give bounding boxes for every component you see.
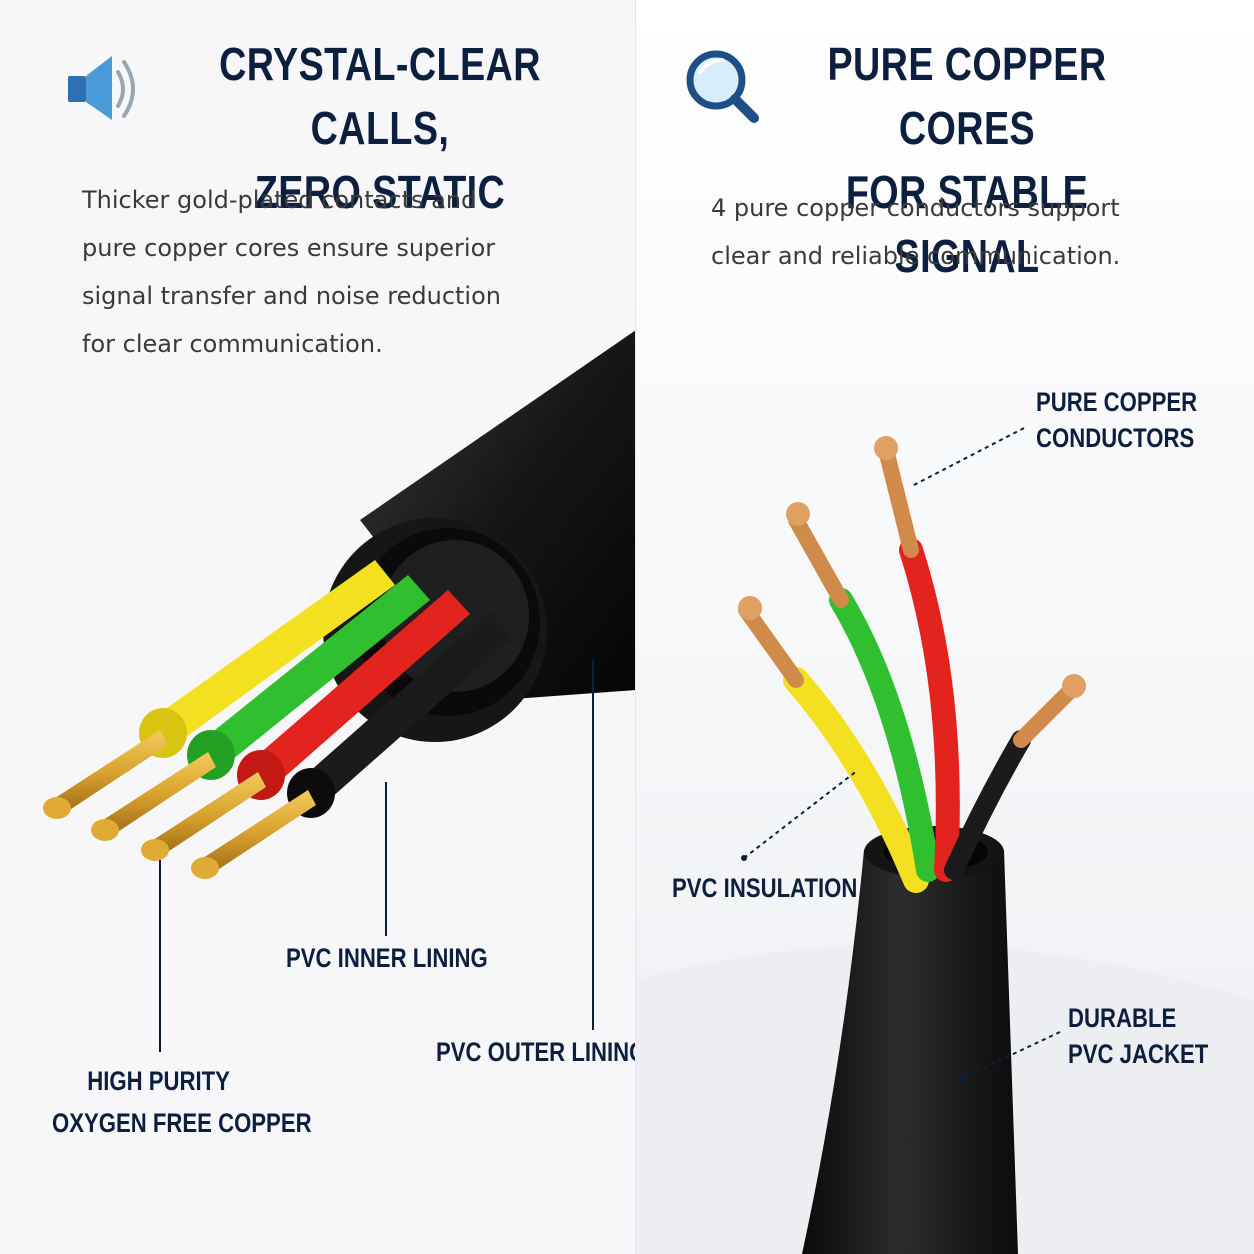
gold-strands-2: [100, 752, 216, 837]
speaker-icon: [68, 56, 135, 120]
black-wire: [944, 730, 1031, 880]
green-insulation: [200, 575, 430, 768]
left-headline-line-1: CRYSTAL-CLEAR CALLS,: [219, 38, 541, 154]
right-headline-line-1: PURE COPPER CORES: [827, 38, 1107, 154]
pvc-insulation-label: PVC INSULATION: [672, 873, 858, 903]
right-headline-line-2: FOR STABLE SIGNAL: [845, 166, 1089, 282]
copper-tip-red: [874, 436, 898, 460]
right-description: 4 pure copper conductors support clear a…: [711, 184, 1231, 280]
pure-copper-conductors-label-line-2: CONDUCTORS: [1036, 423, 1195, 453]
copper-tip-green: [786, 502, 810, 526]
high-purity-copper-label-line-1: HIGH PURITY: [87, 1066, 230, 1096]
gold-strands-tip-3: [141, 839, 169, 861]
yellow-insulation: [150, 560, 395, 745]
copper-tip-black: [1062, 674, 1086, 698]
right-panel: PURE COPPER CORES FOR STABLE SIGNAL 4 pu…: [636, 0, 1254, 1254]
gold-strands-tip-1: [43, 797, 71, 819]
high-purity-copper-label: HIGH PURITY OXYGEN FREE COPPER: [52, 1060, 312, 1144]
right-description-line-1: 4 pure copper conductors support: [711, 194, 1120, 222]
gold-strands-tip-2: [91, 819, 119, 841]
copper-strand-red: [878, 442, 919, 558]
gold-strands-3: [150, 772, 266, 857]
insulation-leader-dot: [741, 855, 747, 861]
left-description: Thicker gold-plated contacts and pure co…: [82, 176, 602, 368]
conductors-leader-line: [911, 427, 1025, 487]
right-description-line-2: clear and reliable communication.: [711, 242, 1121, 270]
green-wire: [829, 588, 940, 882]
durable-pvc-jacket-label-line-1: DURABLE: [1068, 1003, 1177, 1033]
right-headline: PURE COPPER CORES FOR STABLE SIGNAL: [797, 32, 1136, 288]
black-insulation: [300, 612, 512, 806]
pvc-inner-lining-label: PVC INNER LINING: [286, 943, 488, 973]
pure-copper-conductors-label: PURE COPPER CONDUCTORS: [1036, 384, 1197, 456]
red-wire: [899, 538, 960, 882]
pvc-jacket: [802, 850, 1018, 1254]
red-insulation: [250, 590, 470, 788]
left-description-line-1: Thicker gold-plated contacts and: [82, 186, 477, 214]
copper-strand-yellow: [738, 602, 804, 688]
copper-strand-black: [1013, 682, 1079, 748]
pure-copper-conductors-label-line-1: PURE COPPER: [1036, 387, 1198, 417]
jacket-leader-line: [961, 1031, 1061, 1079]
left-description-line-4: for clear communication.: [82, 330, 383, 358]
jacket-leader-dot: [959, 1075, 965, 1081]
cable-stripped-illustration: [636, 50, 1254, 1254]
left-description-line-2: pure copper cores ensure superior: [82, 234, 496, 262]
copper-tip-yellow: [738, 596, 762, 620]
gold-strands-4: [200, 790, 316, 875]
left-headline-line-2: ZERO STATIC: [254, 166, 506, 218]
copper-strand-green: [788, 512, 849, 608]
yellow-wire: [783, 667, 929, 893]
durable-pvc-jacket-label: DURABLE PVC JACKET: [1068, 1000, 1208, 1072]
gold-strands-1: [52, 730, 168, 815]
gold-strands-tip-4: [191, 857, 219, 879]
magnifier-icon: [686, 50, 759, 123]
high-purity-copper-label-line-2: OXYGEN FREE COPPER: [52, 1108, 312, 1138]
left-panel: CRYSTAL-CLEAR CALLS, ZERO STATIC Thicker…: [43, 32, 636, 1144]
insulation-leader-line: [743, 769, 859, 859]
pvc-outer-lining-label: PVC OUTER LINING: [436, 1037, 636, 1067]
durable-pvc-jacket-label-line-2: PVC JACKET: [1068, 1039, 1209, 1069]
cable-cross-section-illustration: [43, 56, 636, 1052]
left-headline: CRYSTAL-CLEAR CALLS, ZERO STATIC: [191, 32, 568, 224]
left-description-line-3: signal transfer and noise reduction: [82, 282, 501, 310]
